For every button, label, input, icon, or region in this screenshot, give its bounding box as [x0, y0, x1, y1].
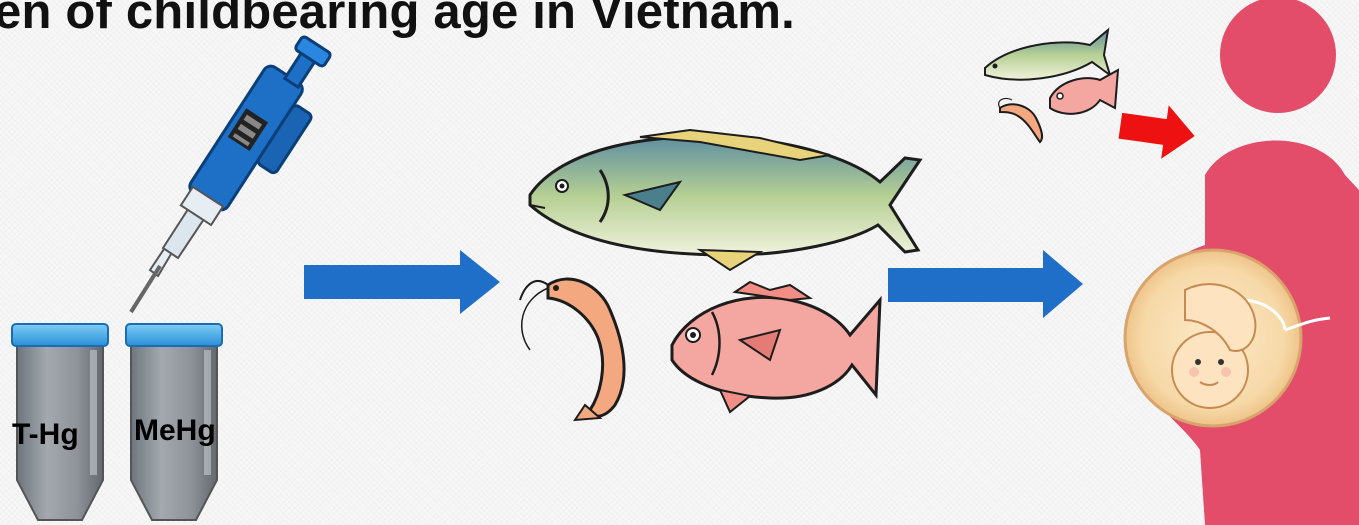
flow-arrow-2 [888, 250, 1083, 318]
small-fish-icon [985, 30, 1110, 80]
small-red-snapper-icon [1050, 70, 1118, 114]
tube-label-t-hg: T-Hg [12, 418, 79, 452]
tube-label-mehg: MeHg [134, 414, 216, 448]
shrimp-icon [520, 279, 624, 420]
flow-arrow-1 [304, 250, 500, 314]
fish-icon [530, 130, 920, 270]
red-arrow-icon [1117, 99, 1199, 163]
small-shrimp-icon [999, 98, 1042, 142]
red-snapper-icon [672, 282, 880, 412]
